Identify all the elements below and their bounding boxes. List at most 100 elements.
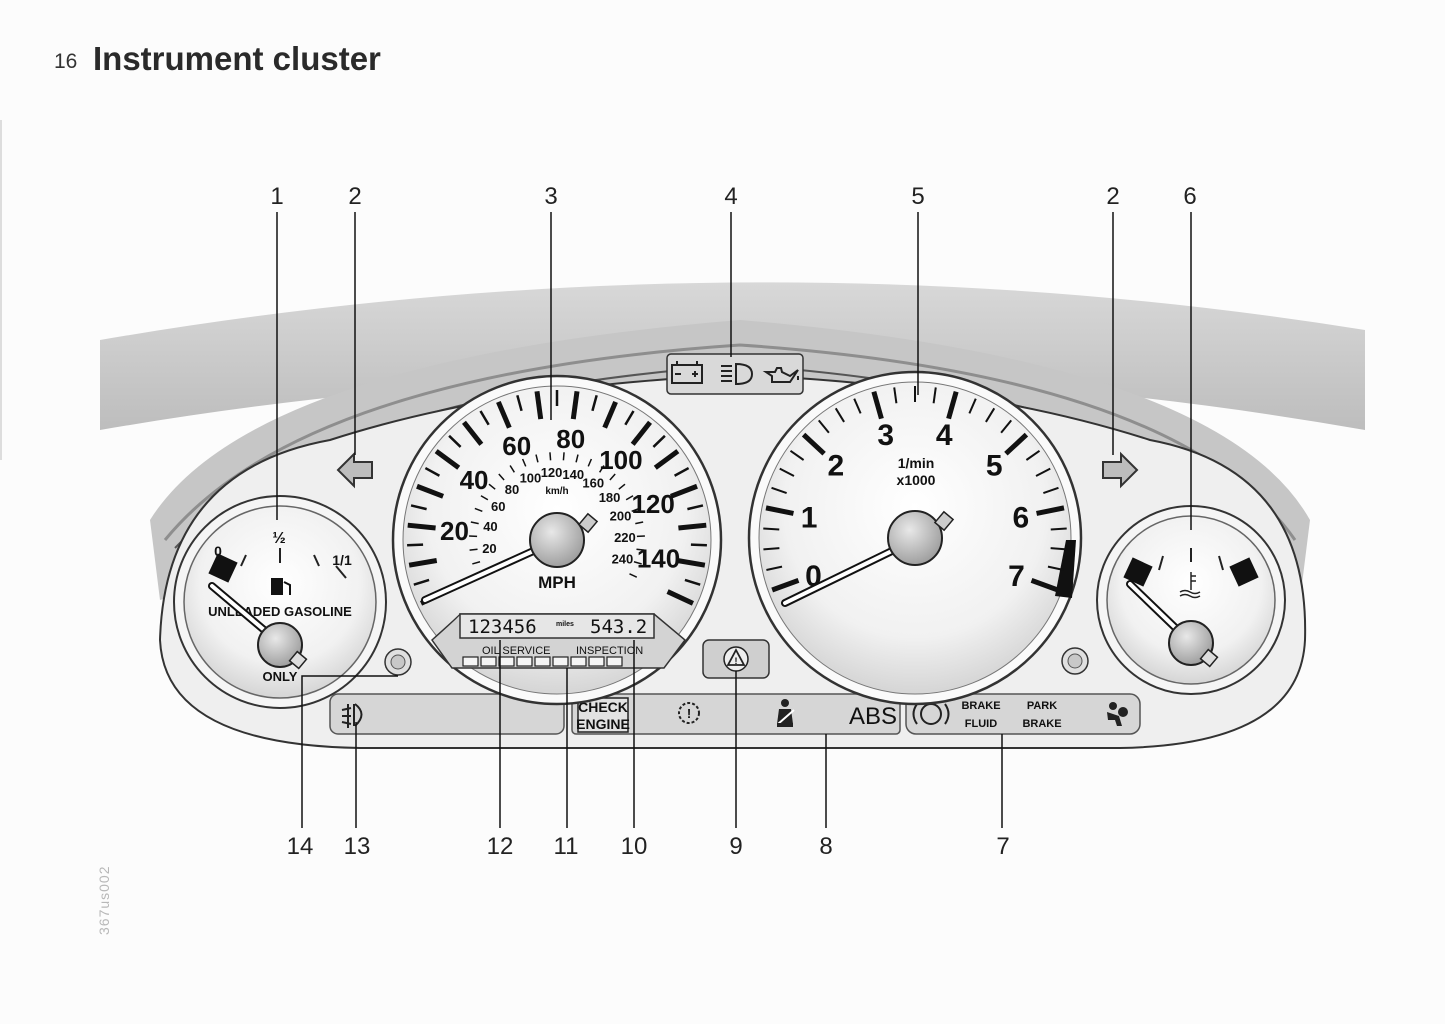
rpm-tick xyxy=(771,486,787,495)
speedometer-hub xyxy=(529,512,585,568)
fog-light-panel xyxy=(329,693,565,735)
speedometer-needle xyxy=(423,546,542,602)
margin-line xyxy=(0,120,2,460)
service-led xyxy=(462,656,479,667)
callout-3: 3 xyxy=(544,183,557,210)
oil-service-label: OIL SERVICE xyxy=(482,645,550,657)
rpm-tick xyxy=(1000,419,1013,434)
fuel-empty-label: 0 xyxy=(214,543,222,559)
rpm-tick xyxy=(1004,432,1029,456)
rpm-tick xyxy=(893,387,898,404)
page-number: 16 xyxy=(54,50,78,73)
redline-zone xyxy=(1055,540,1076,598)
rpm-tick-label: 4 xyxy=(936,419,953,452)
rpm-tick xyxy=(1035,467,1051,477)
brake-airbag-panel xyxy=(905,693,1141,735)
callout-4: 4 xyxy=(724,183,737,210)
callout-13: 13 xyxy=(344,833,371,860)
rpm-tick xyxy=(932,387,937,404)
rpm-tick xyxy=(771,578,800,593)
mph-tick xyxy=(676,558,706,568)
kmh-tick xyxy=(609,473,616,481)
kmh-tick-label: 20 xyxy=(482,541,496,556)
mph-tick xyxy=(652,434,666,448)
mph-tick xyxy=(687,504,704,511)
mph-tick-label: 40 xyxy=(460,465,489,495)
service-led xyxy=(588,656,605,667)
svg-text:!: ! xyxy=(735,656,738,666)
rpm-tick xyxy=(789,449,805,461)
check-engine-lamp xyxy=(577,697,629,733)
rpm-tick xyxy=(817,419,830,434)
kmh-tick xyxy=(509,465,516,473)
kmh-tick-label: 200 xyxy=(610,509,632,524)
rpm-tick xyxy=(871,391,884,420)
kmh-tick-label: 60 xyxy=(491,499,505,514)
check-engine-line-1: CHECK xyxy=(578,699,628,715)
rpm-tick xyxy=(1025,449,1041,461)
mph-tick xyxy=(670,483,698,499)
fuel-needle-hub xyxy=(257,622,303,668)
mph-tick xyxy=(516,395,523,412)
callout-6: 6 xyxy=(1183,183,1196,210)
callout-14: 14 xyxy=(287,833,314,860)
mph-tick xyxy=(591,395,598,412)
rpm-tick xyxy=(763,527,780,531)
clock-set-knob xyxy=(1061,647,1089,675)
kmh-tick-label: 220 xyxy=(614,530,636,545)
mph-unit-label: MPH xyxy=(538,573,576,592)
kmh-tick xyxy=(549,452,552,461)
kmh-tick xyxy=(635,521,644,525)
callout-8: 8 xyxy=(819,833,832,860)
rpm-tick-label: 1 xyxy=(801,502,818,535)
callout-7: 7 xyxy=(996,833,1009,860)
mph-tick xyxy=(479,410,490,426)
kmh-tick xyxy=(472,561,481,565)
mph-tick-label: 100 xyxy=(599,445,642,475)
service-led xyxy=(516,656,533,667)
rpm-tick xyxy=(1050,527,1067,531)
rpm-tick xyxy=(946,391,959,420)
transmission-warning-icon: ! xyxy=(678,702,700,724)
service-led xyxy=(570,656,587,667)
mph-tick xyxy=(678,522,707,531)
mph-tick xyxy=(407,522,436,531)
mph-tick xyxy=(416,483,444,499)
mph-tick xyxy=(534,391,544,420)
callout-lines xyxy=(276,212,1192,828)
turn-signal-right-icon xyxy=(1102,451,1139,489)
kmh-tick xyxy=(488,483,496,490)
tachometer-needle xyxy=(783,546,900,605)
rpm-tick xyxy=(1047,565,1064,571)
rpm-tick xyxy=(779,467,795,477)
trip-reset-knob xyxy=(384,648,412,676)
kmh-tick-label: 140 xyxy=(562,467,584,482)
rpm-tick-label: 6 xyxy=(1013,502,1030,535)
rpm-tick xyxy=(968,398,977,414)
kmh-tick xyxy=(575,454,579,463)
kmh-tick xyxy=(469,548,478,551)
rpm-tick xyxy=(763,547,780,551)
kmh-tick-label: 100 xyxy=(520,470,542,485)
mph-tick xyxy=(407,543,424,547)
callout-1: 1 xyxy=(270,183,283,210)
battery-charge-icon xyxy=(671,361,703,384)
mph-tick xyxy=(666,589,695,606)
kmh-tick-label: 120 xyxy=(541,465,563,480)
rpm-tick xyxy=(985,407,996,423)
warning-light-bar: CHECK ENGINE ! ABS BRAKE FLUID PARK BRAK… xyxy=(329,693,1141,735)
kmh-tick-label: 240 xyxy=(612,552,634,567)
fuel-type-label: UNLEADED GASOLINE xyxy=(208,604,352,619)
kmh-tick xyxy=(633,561,642,565)
turn-signal-left-icon xyxy=(336,451,373,489)
mph-tick xyxy=(410,504,427,511)
kmh-unit-label: km/h xyxy=(545,486,568,497)
brake-fluid-line-2: FLUID xyxy=(965,718,997,730)
mph-tick xyxy=(673,466,690,477)
coolant-temperature-gauge xyxy=(1096,505,1286,695)
rpm-tick xyxy=(801,432,826,456)
callout-numbers-top: 1 2 3 4 5 2 6 xyxy=(270,183,1196,210)
